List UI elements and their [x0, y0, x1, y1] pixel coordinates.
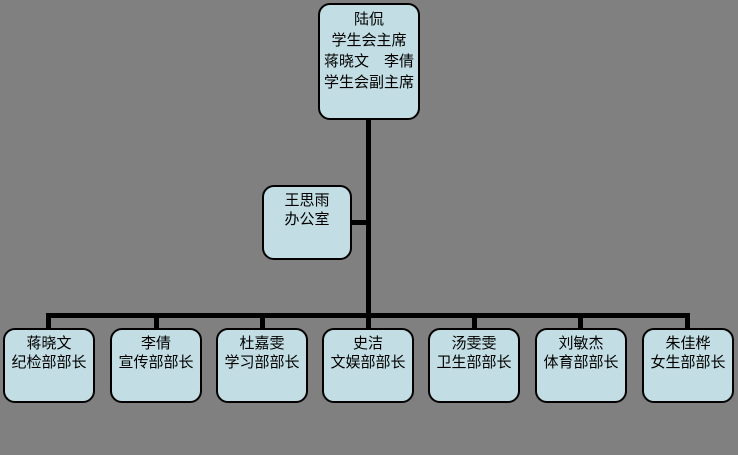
connector-trunk-vertical [366, 119, 371, 318]
org-node-office: 王思雨 办公室 [262, 185, 352, 260]
dept-head-name: 朱佳桦 [665, 336, 711, 352]
org-node-dept-2: 李倩 宣传部部长 [110, 328, 202, 403]
dept-head-name: 史洁 [352, 336, 383, 352]
org-node-dept-6: 刘敏杰 体育部部长 [535, 328, 627, 403]
dept-head-title: 卫生部部长 [436, 355, 512, 371]
connector-stub-dept-7 [685, 313, 690, 328]
org-node-dept-1: 蒋晓文 纪检部部长 [3, 328, 95, 403]
org-node-dept-7: 朱佳桦 女生部部长 [642, 328, 734, 403]
vice-chairmen-names: 蒋晓文 李倩 [323, 54, 414, 70]
dept-head-title: 纪检部部长 [11, 355, 87, 371]
dept-head-title: 文娱部部长 [330, 355, 406, 371]
office-name: 王思雨 [284, 193, 330, 209]
connector-stub-dept-1 [46, 313, 51, 328]
org-node-dept-3: 杜嘉雯 学习部部长 [216, 328, 308, 403]
vice-chairmen-title: 学生会副主席 [323, 75, 414, 91]
dept-head-name: 李倩 [140, 336, 171, 352]
dept-head-title: 体育部部长 [543, 355, 619, 371]
connector-office-branch [350, 220, 368, 225]
org-node-dept-4: 史洁 文娱部部长 [322, 328, 414, 403]
connector-stub-dept-6 [578, 313, 583, 328]
connector-stub-dept-5 [472, 313, 477, 328]
dept-head-title: 宣传部部长 [118, 355, 194, 371]
dept-head-name: 汤雯雯 [451, 336, 497, 352]
connector-stub-dept-4 [366, 313, 371, 328]
dept-head-title: 女生部部长 [650, 355, 726, 371]
org-node-chairman: 陆侃 学生会主席 蒋晓文 李倩 学生会副主席 [318, 3, 420, 120]
dept-head-title: 学习部部长 [224, 355, 300, 371]
chairman-title: 学生会主席 [331, 33, 407, 49]
dept-head-name: 蒋晓文 [26, 336, 72, 352]
office-title: 办公室 [284, 212, 330, 228]
dept-head-name: 刘敏杰 [558, 336, 604, 352]
connector-stub-dept-2 [154, 313, 159, 328]
dept-head-name: 杜嘉雯 [239, 336, 285, 352]
chairman-name: 陆侃 [353, 12, 384, 28]
org-node-dept-5: 汤雯雯 卫生部部长 [428, 328, 520, 403]
connector-stub-dept-3 [260, 313, 265, 328]
